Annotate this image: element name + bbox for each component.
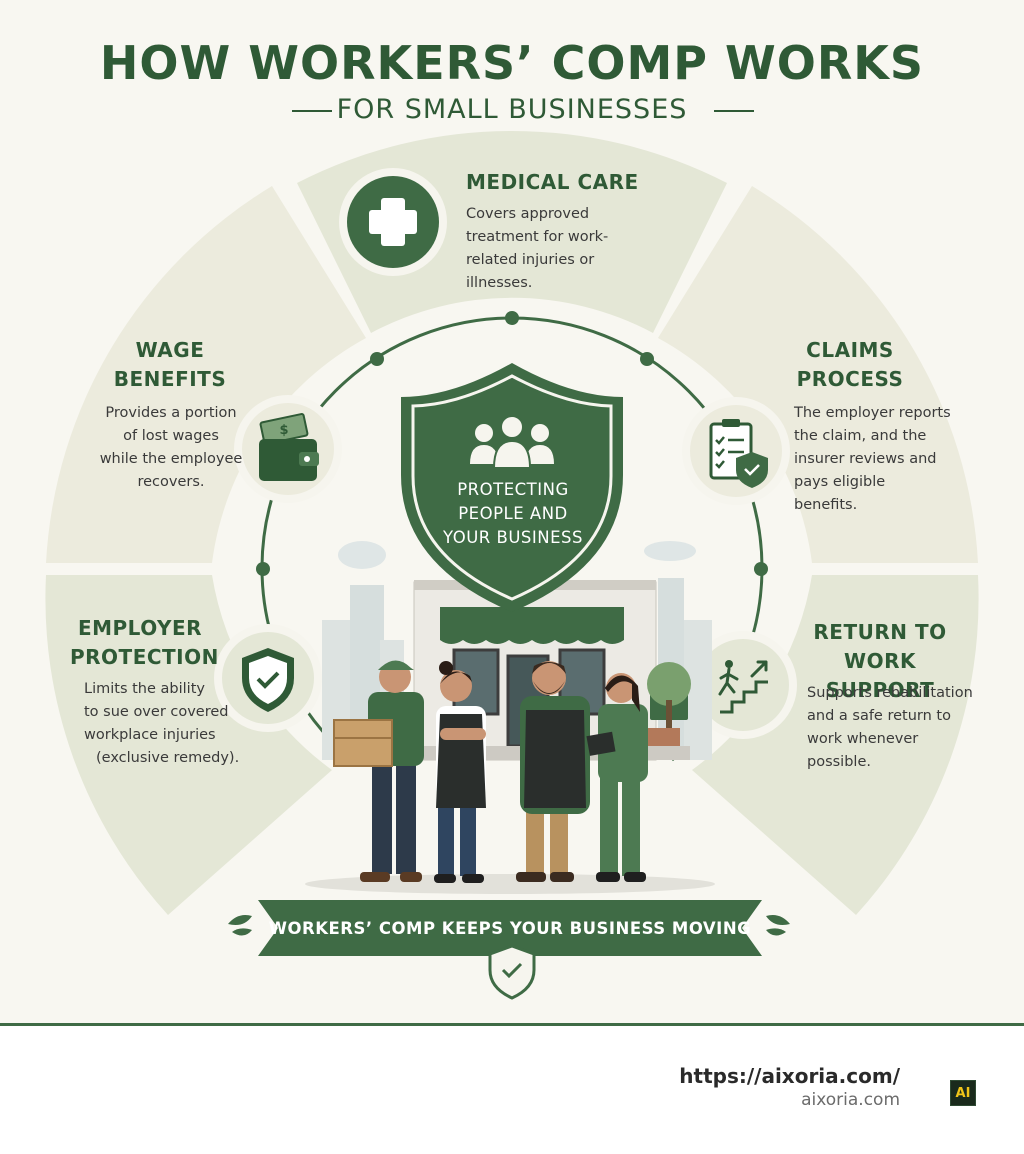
return-title-line: RETURN TO bbox=[813, 620, 947, 644]
shield-check-icon bbox=[488, 944, 536, 1000]
center-shield-text: PROTECTING PEOPLE AND YOUR BUSINESS bbox=[420, 478, 606, 550]
employer-desc-line: (exclusive remedy). bbox=[96, 750, 240, 766]
subtitle-divider-right bbox=[714, 110, 754, 112]
medical-desc-line: illnesses. bbox=[466, 275, 533, 291]
wage-title-line: WAGE bbox=[135, 338, 205, 362]
claims-title-line: CLAIMS bbox=[806, 338, 894, 362]
svg-text:$: $ bbox=[279, 423, 288, 438]
return-title-line: WORK SUPPORT bbox=[825, 649, 935, 702]
ring-dot bbox=[370, 352, 384, 366]
clipboard-check-icon bbox=[682, 397, 790, 505]
return-to-work-title: RETURN TO WORK SUPPORT bbox=[806, 618, 954, 705]
employer-desc-line: to sue over covered bbox=[84, 704, 229, 720]
page-title: HOW WORKERS’ COMP WORKS bbox=[99, 36, 925, 90]
employer-desc-line: Limits the ability bbox=[84, 681, 205, 697]
wage-benefits-description: Provides a portion of lost wages while t… bbox=[86, 402, 256, 494]
bottom-banner bbox=[228, 900, 790, 1000]
wage-desc-line: Provides a portion bbox=[105, 405, 237, 421]
medical-desc-line: treatment for work- bbox=[466, 229, 609, 245]
stairs-climb-icon bbox=[689, 631, 797, 739]
sector-employer bbox=[45, 575, 333, 915]
sector-ring bbox=[45, 130, 979, 915]
footer bbox=[0, 1026, 1024, 1154]
medical-care-description: Covers approved treatment for work- rela… bbox=[466, 203, 608, 295]
claims-title-line: PROCESS bbox=[796, 367, 904, 391]
sector-claims bbox=[658, 186, 978, 563]
employer-protection-description: Limits the ability to sue over covered w… bbox=[84, 678, 239, 770]
return-desc-line: and a safe return to bbox=[807, 708, 951, 724]
employer-title-line: PROTECTION bbox=[70, 645, 219, 669]
wage-desc-line: while the employee bbox=[99, 451, 243, 467]
people-group-icon bbox=[470, 415, 554, 469]
worker-scrubs-woman bbox=[586, 673, 648, 882]
wage-desc-line: of lost wages bbox=[123, 428, 219, 444]
center-text-line: PEOPLE AND bbox=[458, 504, 568, 523]
employer-title-line: EMPLOYER bbox=[77, 616, 203, 640]
claims-desc-line: the claim, and the bbox=[794, 428, 927, 444]
return-desc-line: Supports rehabilitation bbox=[807, 685, 973, 701]
medical-desc-line: Covers approved bbox=[466, 206, 590, 222]
wage-title-line: BENEFITS bbox=[113, 367, 227, 391]
claims-desc-line: pays eligible bbox=[794, 474, 886, 490]
claims-process-title: CLAIMS PROCESS bbox=[780, 336, 920, 394]
employer-protection-title: EMPLOYER PROTECTION bbox=[70, 614, 219, 672]
wallet-money-icon: $ bbox=[234, 395, 342, 503]
return-desc-line: possible. bbox=[807, 754, 871, 770]
claims-process-description: The employer reports the claim, and the … bbox=[794, 402, 951, 517]
shield-check-icon bbox=[214, 624, 322, 732]
claims-desc-line: insurer reviews and bbox=[794, 451, 937, 467]
sector-wage bbox=[46, 186, 366, 563]
storefront-illustration bbox=[305, 541, 715, 894]
leaf-icon bbox=[232, 928, 252, 936]
subtitle-divider-left bbox=[292, 110, 332, 112]
medical-cross-icon bbox=[339, 168, 447, 276]
wage-desc-line: recovers. bbox=[137, 474, 205, 490]
worker-bearded-man bbox=[516, 661, 590, 882]
medical-care-title: MEDICAL CARE bbox=[466, 170, 639, 194]
return-to-work-description: Supports rehabilitation and a safe retur… bbox=[807, 682, 973, 774]
footer-domain: aixoria.com bbox=[801, 1090, 900, 1110]
page-subtitle: FOR SMALL BUSINESSES bbox=[336, 94, 688, 125]
banner-text: WORKERS’ COMP KEEPS YOUR BUSINESS MOVING bbox=[268, 918, 752, 938]
claims-desc-line: benefits. bbox=[794, 497, 858, 513]
footer-url-link[interactable]: https://aixoria.com/ bbox=[679, 1064, 900, 1088]
wage-benefits-title: WAGE BENEFITS bbox=[100, 336, 240, 394]
sector-return bbox=[692, 575, 979, 915]
center-text-line: PROTECTING bbox=[457, 480, 569, 499]
center-shield bbox=[401, 363, 623, 612]
worker-delivery bbox=[333, 660, 424, 882]
medical-desc-line: related injuries or bbox=[466, 252, 595, 268]
ai-logo-icon: AI bbox=[950, 1080, 976, 1106]
center-text-line: YOUR BUSINESS bbox=[443, 528, 583, 547]
leaf-icon bbox=[766, 915, 790, 925]
leaf-icon bbox=[766, 928, 786, 936]
ring-dot bbox=[505, 311, 519, 325]
return-desc-line: work whenever bbox=[807, 731, 919, 747]
claims-desc-line: The employer reports bbox=[794, 405, 951, 421]
ring-dot bbox=[640, 352, 654, 366]
worker-apron-woman bbox=[434, 661, 486, 883]
employer-desc-line: workplace injuries bbox=[84, 727, 216, 743]
footer-divider bbox=[0, 1023, 1024, 1026]
ring-dot bbox=[754, 562, 768, 576]
ring-dot bbox=[256, 562, 270, 576]
leaf-icon bbox=[228, 915, 252, 925]
